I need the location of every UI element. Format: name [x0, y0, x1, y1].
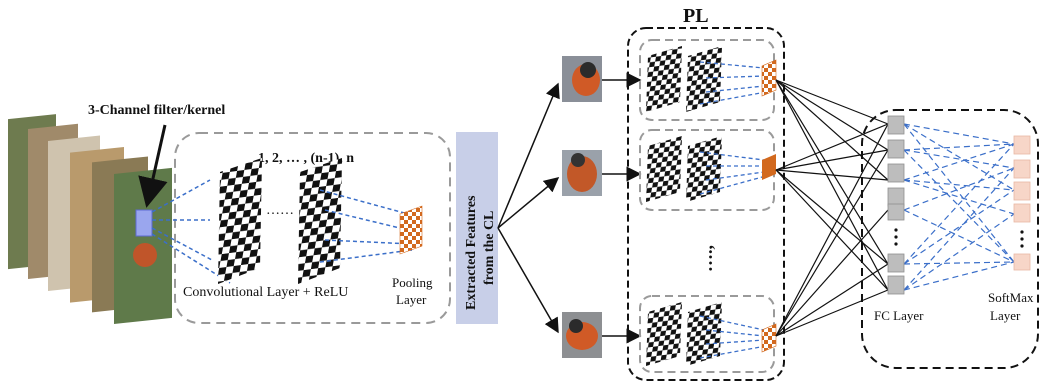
pl-row-3-border	[639, 295, 775, 373]
pl-row-2-pool	[762, 154, 776, 180]
fc-softmax-border	[861, 109, 1039, 369]
pl-row-1-map-2	[686, 46, 722, 112]
softmax-node	[1013, 181, 1031, 201]
bird-thumbnail-2	[562, 150, 602, 196]
conv-block-border	[174, 132, 451, 324]
pooling-label-line2: Layer	[396, 292, 427, 307]
fc-node	[887, 203, 905, 221]
pl-row-2-map-1	[646, 136, 682, 202]
bird-icon	[133, 243, 157, 267]
fc-vertical-dots	[894, 228, 898, 246]
fc-node	[887, 139, 905, 159]
extracted-features-box	[456, 132, 498, 324]
pl-row-3-pool	[761, 323, 777, 353]
softmax-node	[1013, 253, 1031, 271]
softmax-node	[1013, 135, 1031, 155]
pl-row-1	[639, 39, 777, 121]
pl-row-1-map-1	[646, 46, 682, 112]
softmax-label-line1: SoftMax	[988, 290, 1034, 305]
fc-layer-nodes	[887, 115, 905, 295]
filter-label: 3-Channel filter/kernel	[88, 103, 225, 118]
pl-title: PL	[683, 5, 709, 27]
pooling-feature-map	[399, 205, 423, 255]
pl-row-3-map-2	[686, 302, 722, 366]
pl-row-3	[639, 295, 777, 373]
fc-node	[887, 253, 905, 273]
softmax-node	[1013, 159, 1031, 179]
softmax-node	[1013, 203, 1031, 223]
softmax-layer-nodes	[1013, 135, 1031, 271]
softmax-vertical-dots	[1020, 230, 1024, 248]
bird-thumbnail-1	[562, 56, 602, 102]
pl-row-2	[639, 129, 776, 211]
filter-to-conv-lines	[151, 179, 231, 284]
extracted-features-label-1: Extracted Features	[464, 195, 479, 310]
pl-row-3-map-1	[646, 302, 682, 366]
softmax-label-line2: Layer	[990, 308, 1021, 323]
fc-node	[887, 275, 905, 295]
input-image-stack	[8, 114, 172, 325]
filter-arrow	[138, 124, 168, 208]
conv-feature-map-1	[218, 158, 262, 284]
pl-row-2-map-2	[686, 136, 722, 202]
fc-to-softmax-connections	[903, 123, 1015, 291]
conv-layer-label: Convolutional Layer + ReLU	[183, 285, 348, 300]
extracted-features-label-2: from the CL	[482, 211, 497, 285]
pl-outer-border	[627, 27, 785, 381]
bird-thumbnail-3	[562, 312, 602, 358]
pl-to-fc-connections	[775, 79, 889, 337]
bird-to-pl-arrows	[602, 72, 642, 344]
fc-node	[887, 187, 905, 207]
conv-to-pool-lines	[319, 189, 413, 263]
fc-node	[887, 163, 905, 183]
fc-node	[887, 115, 905, 135]
pl-vertical-dots: ….,	[696, 245, 716, 272]
pooling-label-line1: Pooling	[392, 275, 433, 290]
filter-kernel-box	[135, 209, 153, 237]
conv-feature-map-n	[298, 158, 342, 284]
pl-row-1-pool	[761, 59, 777, 97]
feature-to-bird-arrows	[497, 82, 560, 334]
conv-ellipsis: ……	[266, 203, 294, 218]
fc-layer-label: FC Layer	[874, 308, 924, 323]
